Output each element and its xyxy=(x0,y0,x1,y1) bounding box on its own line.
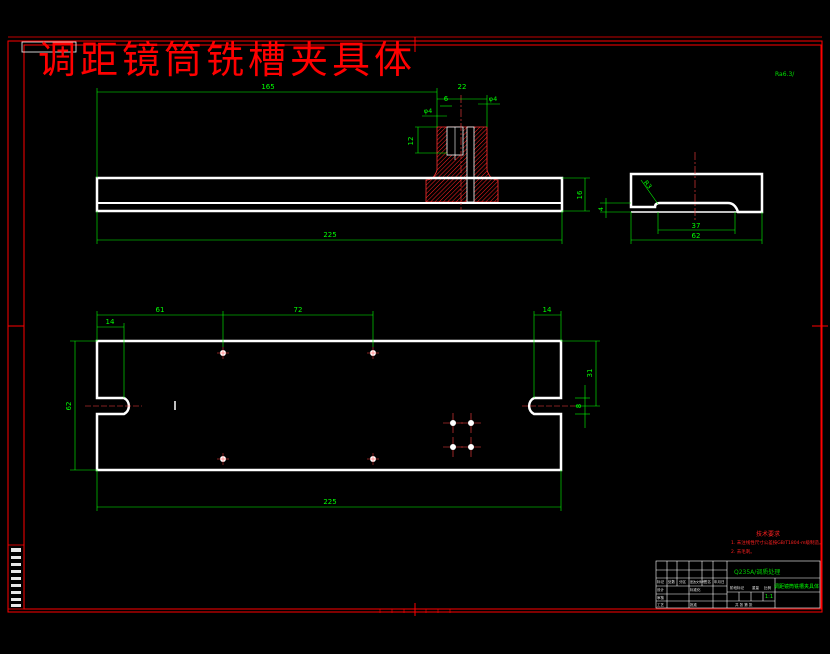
dim-37: 37 xyxy=(692,222,701,230)
tech-requirement-2: 2. 去毛刺。 xyxy=(731,550,755,555)
front-view: 165 22 6 φ4 φ4 12 16 225 xyxy=(95,83,590,244)
tb-scale-value: 1:1 xyxy=(765,594,774,600)
dim-14-right: 14 xyxy=(543,306,552,314)
revision-strip xyxy=(7,544,25,610)
mounting-holes xyxy=(220,350,376,462)
dim-4: 4 xyxy=(597,207,605,211)
hole-crosses xyxy=(217,347,379,465)
roughness-note: Ra6.3/ xyxy=(775,71,795,78)
drawing-title: 调距镜筒铣槽夹具体 xyxy=(38,38,417,82)
tb-label-mark: 标记 xyxy=(657,580,664,584)
dim-6: 6 xyxy=(444,95,449,103)
tb-label-design: 设计 xyxy=(657,588,664,592)
tb-label-review: 审核 xyxy=(657,596,664,600)
tb-label-count: 处数 xyxy=(668,580,675,584)
title-block-material: Q235A/调质处理 xyxy=(734,569,781,576)
dim-phi4-right: φ4 xyxy=(489,95,497,103)
dim-14-left: 14 xyxy=(106,318,115,326)
tech-requirement-1: 1. 未注线性尺寸公差按GB/T1804-m级制造。 xyxy=(731,541,824,546)
dim-31: 31 xyxy=(586,369,594,378)
tb-label-weight: 重量 xyxy=(752,586,759,590)
tb-label-zone: 分区 xyxy=(679,580,686,584)
tb-sheet-count: 共 张 第 张 xyxy=(735,603,753,607)
dim-phi4-left: φ4 xyxy=(424,107,432,115)
dim-72: 72 xyxy=(294,306,303,314)
tb-label-date: 年月日 xyxy=(714,580,725,584)
boss-groove xyxy=(466,126,475,203)
side-view: R3 4 37 62 xyxy=(597,152,764,244)
side-profile xyxy=(629,172,764,214)
dim-16: 16 xyxy=(576,190,584,199)
dim-r3: R3 xyxy=(642,179,654,191)
tb-label-standard: 标准化 xyxy=(690,588,701,592)
tb-label-change-doc: 更改文件号 xyxy=(690,580,706,584)
dim-61: 61 xyxy=(156,306,165,314)
pin-holes xyxy=(443,413,481,457)
tb-label-signature: 签名 xyxy=(704,580,711,584)
dim-225-front: 225 xyxy=(323,231,336,239)
top-outline xyxy=(95,339,563,472)
tb-label-stage: 阶段标记 xyxy=(730,586,744,590)
dim-8: 8 xyxy=(575,404,583,408)
dim-62-side: 62 xyxy=(692,232,701,240)
top-left-code-box xyxy=(21,41,77,53)
dim-225-top: 225 xyxy=(323,498,336,506)
tb-label-scale: 比例 xyxy=(764,586,771,590)
title-block xyxy=(655,560,821,609)
dim-12: 12 xyxy=(407,137,415,146)
dim-165: 165 xyxy=(261,83,274,91)
dim-62-top: 62 xyxy=(65,402,73,411)
outer-frame xyxy=(7,40,823,613)
inner-frame xyxy=(23,44,822,610)
tb-label-process: 工艺 xyxy=(657,603,664,607)
tech-requirements-heading: 技术要求 xyxy=(756,531,781,538)
front-base-plate xyxy=(95,176,564,213)
bottom-ruler xyxy=(379,608,451,613)
title-block-part-name: 调距镜筒铣槽夹具体 xyxy=(774,584,820,590)
dim-22: 22 xyxy=(458,83,467,91)
tb-label-approve: 批准 xyxy=(690,603,697,607)
top-view: 14 61 72 14 62 31 8 225 xyxy=(65,306,600,511)
